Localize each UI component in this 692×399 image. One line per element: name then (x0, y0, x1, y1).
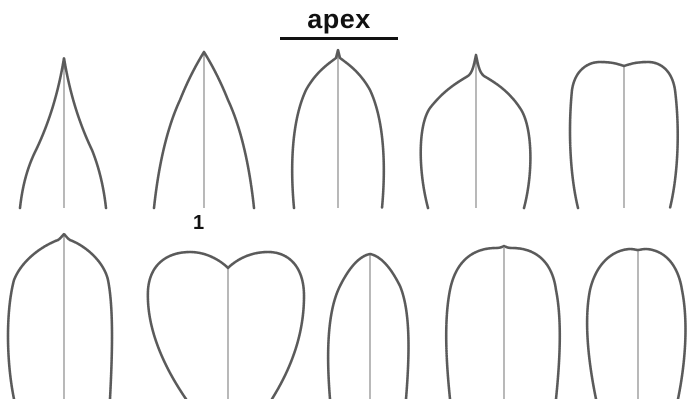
apex-shape-8 (325, 245, 421, 399)
apex-shape-3 (283, 43, 393, 208)
apex-outline (20, 58, 106, 208)
apex-shape-9 (442, 238, 566, 399)
apex-shape-7 (140, 244, 316, 399)
apex-shape-5 (561, 52, 687, 208)
apex-shape-2 (144, 45, 264, 208)
apex-outline (148, 252, 304, 399)
apex-shape-4 (414, 48, 538, 208)
apex-shape-10 (583, 240, 691, 399)
apex-shape-1 (14, 50, 114, 208)
apex-outline (446, 246, 560, 399)
apex-outline (8, 234, 112, 399)
apex-outline (328, 254, 408, 399)
shape-number-label: 1 (193, 212, 204, 234)
title-underline (280, 37, 398, 40)
diagram-title: apex (280, 4, 398, 34)
apex-shape-6 (4, 226, 124, 399)
apex-outline (587, 249, 685, 399)
